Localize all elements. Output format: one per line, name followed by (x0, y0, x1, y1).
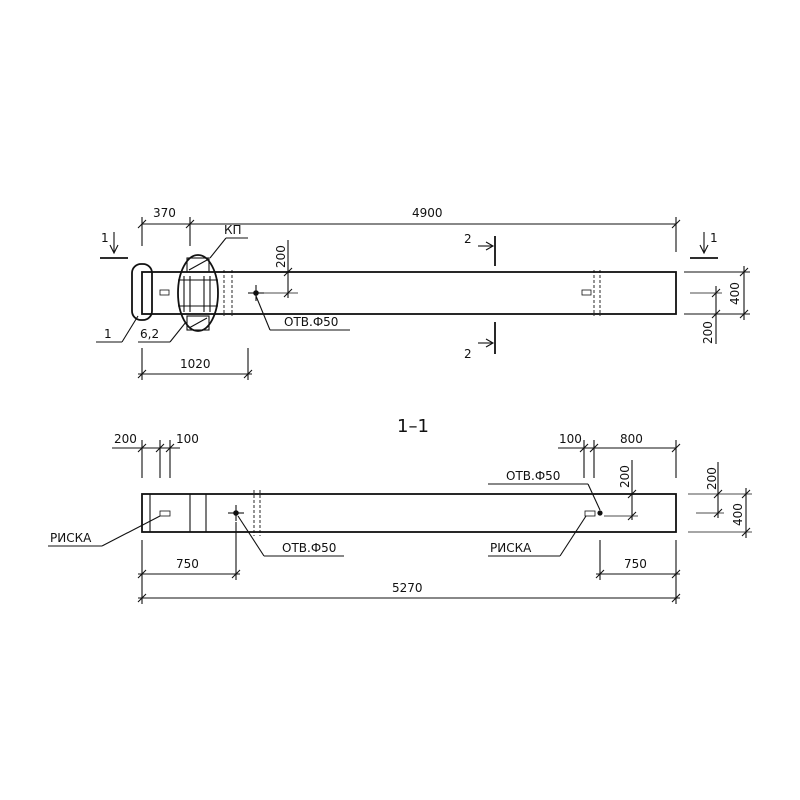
plan-top-dimension: 370 4900 (137, 206, 681, 252)
section-mark-left-label: 1 (101, 231, 109, 245)
section-dim-800: 800 (620, 432, 643, 446)
section-risk-right: РИСКА (488, 515, 587, 557)
section-view: 200 100 100 800 ОТВ.Ф50 (48, 432, 752, 604)
section2-bottom-label: 2 (464, 347, 472, 361)
section-hole-label-right: ОТВ.Ф50 (506, 469, 560, 483)
section-beam-body (141, 493, 677, 533)
label-6-2: 6,2 (140, 327, 159, 341)
section-dim-750-right-label: 750 (624, 557, 647, 571)
section-dims-top-left: 200 100 (112, 432, 199, 478)
plan-hole-phi50: ОТВ.Ф50 (248, 285, 350, 331)
section-dim-200-vert: 200 (618, 465, 632, 488)
section-dim-200: 200 (114, 432, 137, 446)
label-kp: КП (224, 223, 242, 237)
kp-assembly (177, 254, 233, 332)
section-mark-1-right: 1 (690, 231, 718, 259)
plan-dims-right: 400 200 (684, 266, 750, 344)
section-dim-750-right: 750 (595, 540, 681, 604)
dim-370: 370 (153, 206, 176, 220)
label-item-1: 1 (104, 327, 112, 341)
plan-dim-1020: 1020 (137, 348, 253, 380)
section-dim-400-right: 400 (731, 503, 745, 526)
section-mark-right-label: 1 (710, 231, 718, 245)
plan-dim-200-vertical: 200 (262, 240, 298, 298)
plan-slot-right (581, 289, 592, 296)
section-title: 1–1 (397, 416, 429, 437)
plan-beam-body (141, 271, 677, 315)
section-dim-100-right: 100 (559, 432, 582, 446)
end-clamp-item-1 (131, 263, 153, 321)
clamp-slot-left (159, 289, 170, 296)
plan-leader-62: 6,2 (138, 321, 187, 343)
section-slot-right (584, 510, 596, 517)
plan-view: 370 4900 1 1 2 2 (96, 206, 750, 380)
section-mark-2-bottom: 2 (464, 322, 496, 361)
section-mark-2-top: 2 (464, 232, 496, 266)
plan-leader-1: 1 (96, 315, 139, 343)
section-dims-right: 200 400 (688, 462, 752, 538)
section-dims-top-right: 100 800 (558, 432, 681, 478)
plan-dim-200: 200 (274, 245, 288, 268)
dim-1020: 1020 (180, 357, 211, 371)
plan-dim-200-right: 200 (701, 321, 715, 344)
section2-top-label: 2 (464, 232, 472, 246)
plan-leader-kp: КП (209, 223, 248, 259)
plan-hole-label: ОТВ.Ф50 (284, 315, 338, 329)
section-dim-750-left: 750 (137, 522, 241, 604)
section-dim-5270-label: 5270 (392, 581, 423, 595)
section-dim-200-right: 200 (705, 467, 719, 490)
section-dim-100-left: 100 (176, 432, 199, 446)
dim-4900: 4900 (412, 206, 443, 220)
plan-dim-400: 400 (728, 282, 742, 305)
section-mark-1-left: 1 (100, 231, 128, 259)
risk-label-right: РИСКА (490, 541, 532, 555)
section-slot-left (159, 510, 171, 517)
section-hole-right: ОТВ.Ф50 200 (488, 460, 638, 521)
section-risk-left: РИСКА (48, 515, 161, 547)
section-hole-left: ОТВ.Ф50 (228, 505, 344, 557)
section-hole-label-left: ОТВ.Ф50 (282, 541, 336, 555)
risk-label-left: РИСКА (50, 531, 92, 545)
section-dim-750-left-label: 750 (176, 557, 199, 571)
section-dim-5270: 5270 (137, 581, 681, 603)
